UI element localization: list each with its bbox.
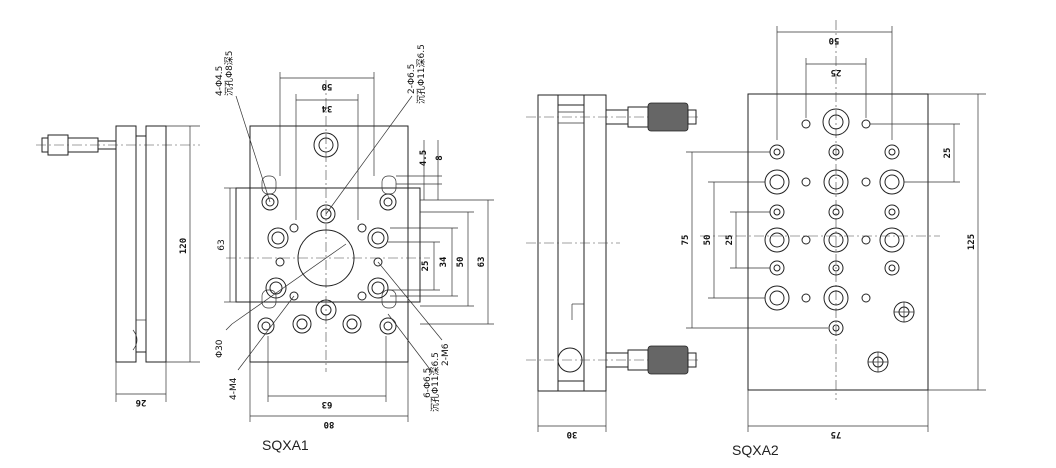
note-counterbore-11: 沉孔Φ11深6.5 <box>416 44 427 104</box>
caption-sqxa1: SQXA1 <box>262 437 309 453</box>
dim-30: 30 <box>567 429 578 439</box>
dim-right-63: 63 <box>477 257 487 268</box>
dim-bottom-80: 80 <box>324 419 335 429</box>
dim-bottom-63: 63 <box>322 399 333 409</box>
dim-left-63: 63 <box>217 239 227 250</box>
dim-top-34: 34 <box>321 103 332 113</box>
dim2-top-25: 25 <box>831 67 842 77</box>
dim-top-50: 50 <box>322 81 333 91</box>
dim-right-50: 50 <box>456 257 466 268</box>
dim2-top-50: 50 <box>829 35 840 45</box>
dim-right-34: 34 <box>439 256 449 267</box>
dim-120: 120 <box>179 238 189 254</box>
dim2-left-75: 75 <box>681 235 691 246</box>
dim-right-25: 25 <box>421 261 431 272</box>
dim2-right-25: 25 <box>943 148 953 159</box>
note-counterbore-8: 沉孔Φ8深5 <box>224 50 235 96</box>
sqxa1-side-view: 120 26 <box>36 125 200 407</box>
note-counterbore-11b: 沉孔Φ11深6.5 <box>430 352 441 412</box>
dim2-left-25: 25 <box>725 235 735 246</box>
note-6-phi65: 6-Φ6.5 <box>423 368 433 398</box>
note-2-m6: 2-M6 <box>441 343 451 366</box>
dim2-left-50: 50 <box>703 235 713 246</box>
dim2-bottom-75: 75 <box>831 429 842 439</box>
note-phi30: Φ30 <box>215 339 225 358</box>
sqxa2-front-view: 50 25 25 125 75 50 25 75 <box>681 20 986 439</box>
dim2-right-125: 125 <box>967 234 977 250</box>
sqxa1-front-view: 50 34 63 80 63 25 34 50 63 <box>215 44 494 429</box>
dim-4-5: 4.5 <box>419 150 429 166</box>
dim-26: 26 <box>136 397 147 407</box>
note-2-phi65: 2-Φ6.5 <box>407 64 417 94</box>
note-4-m4: 4-M4 <box>229 377 239 400</box>
sqxa2-side-view: 30 <box>526 94 700 439</box>
dim-8: 8 <box>435 155 445 160</box>
note-4-phi45: 4-Φ4.5 <box>215 66 225 96</box>
caption-sqxa2: SQXA2 <box>732 442 779 458</box>
